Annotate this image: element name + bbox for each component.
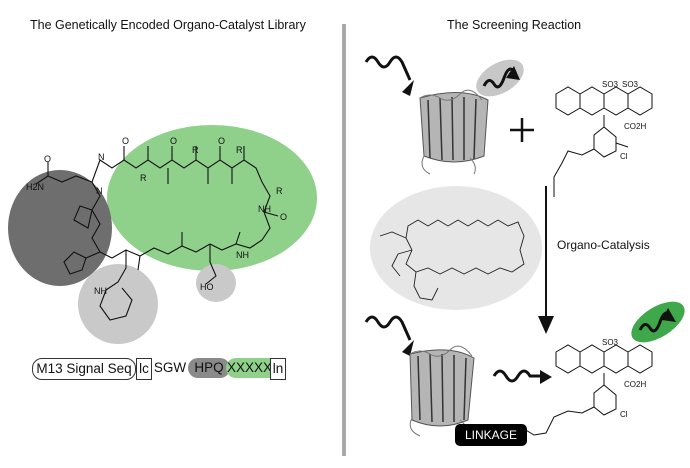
peptide-backbone xyxy=(35,146,279,321)
emission-squiggle xyxy=(638,311,672,333)
peptide-backbone-mini xyxy=(379,219,525,301)
seq-ln: ln xyxy=(270,358,286,380)
left-panel-title: The Genetically Encoded Organo-Catalyst … xyxy=(30,18,306,32)
excitation-squiggle-bottom xyxy=(364,315,412,341)
atom-label-r: R xyxy=(140,173,147,183)
atom-label-co2h: CO2H xyxy=(624,380,647,389)
hpq-region-highlight xyxy=(8,170,112,286)
atom-label-h2n: H2N xyxy=(26,182,45,192)
atom-label-so3: SO3 xyxy=(602,80,619,89)
atom-label-o: O xyxy=(218,136,226,146)
serine-highlight xyxy=(196,264,236,302)
excitation-squiggle-lower-dye xyxy=(492,369,540,383)
atom-label-nh: NH xyxy=(258,204,271,214)
atom-label-co2h: CO2H xyxy=(624,122,647,131)
beta-barrel-bottom xyxy=(409,345,475,439)
arrowhead xyxy=(402,80,414,96)
atom-label-r: R xyxy=(192,145,199,155)
atom-label-cl: Cl xyxy=(620,152,628,161)
atom-label-nh: NH xyxy=(236,250,249,260)
atom-label-o: O xyxy=(122,136,130,146)
dye-molecule-bottom xyxy=(501,344,653,438)
atom-label-o: O xyxy=(44,154,52,164)
atom-label-o: O xyxy=(170,136,178,146)
panel-divider xyxy=(342,24,346,456)
atom-label-nh: NH xyxy=(94,286,107,296)
tryptophan-highlight xyxy=(78,264,158,344)
atom-label-r: R xyxy=(236,145,243,155)
excitation-squiggle-top xyxy=(364,55,412,81)
atom-label-ho: HO xyxy=(200,282,214,292)
atom-label-n: N xyxy=(96,186,103,196)
arrowhead xyxy=(662,308,676,322)
atom-label-so3: SO3 xyxy=(622,80,639,89)
variable-region-highlight xyxy=(107,125,317,271)
seq-sgw: SGW xyxy=(153,360,187,375)
atom-label-r: R xyxy=(276,186,283,196)
seq-lc: lc xyxy=(136,358,152,380)
seq-hpq: HPQ xyxy=(188,358,230,378)
emission-squiggle xyxy=(482,67,516,89)
seq-signal: M13 Signal Seq xyxy=(32,358,136,380)
dye-molecule-top xyxy=(553,86,653,197)
linkage-label: LINKAGE xyxy=(455,424,527,446)
beta-barrel-top xyxy=(419,89,489,175)
right-panel-title: The Screening Reaction xyxy=(447,18,582,32)
atom-label-n: N xyxy=(98,152,105,162)
arrowhead xyxy=(506,66,520,80)
organo-catalysis-label: Organo-Catalysis xyxy=(557,238,650,252)
plus-sign xyxy=(510,118,534,142)
reaction-arrowhead xyxy=(538,316,554,334)
arrowhead xyxy=(540,370,552,384)
peptide-library-bubble xyxy=(370,186,542,310)
atom-label-cl: Cl xyxy=(620,410,628,419)
atom-label-so3: SO3 xyxy=(602,338,619,347)
arrowhead xyxy=(402,340,414,356)
green-emission-blob xyxy=(631,301,685,343)
seq-variable: XXXXXX xyxy=(226,358,282,378)
atom-label-o: O xyxy=(280,212,288,222)
